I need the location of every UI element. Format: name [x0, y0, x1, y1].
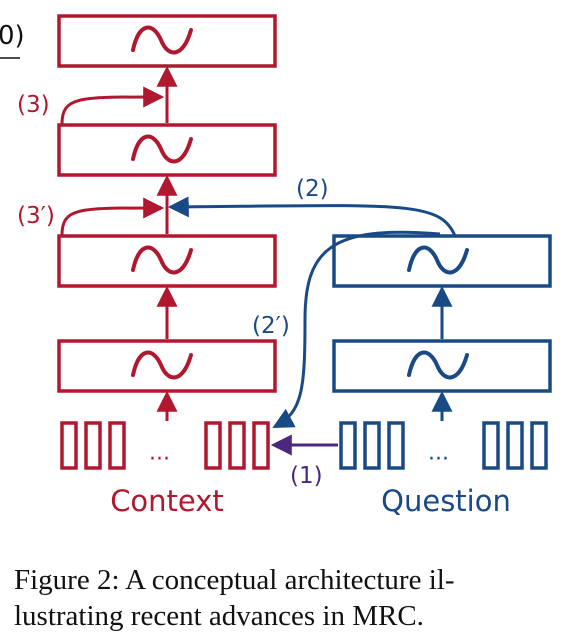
label-3: (3)	[17, 92, 50, 118]
corner-fragment: 0)	[0, 21, 25, 51]
skip-arrow-3-prime	[60, 197, 165, 236]
label-1: (1)	[290, 463, 323, 489]
question-layer-1	[332, 339, 552, 393]
context-ellipsis: ···	[149, 447, 170, 472]
context-layer-1	[57, 339, 277, 393]
context-tildes	[131, 25, 193, 380]
label-2-prime: (2′)	[252, 313, 290, 339]
question-tildes	[407, 245, 469, 380]
context-tokens	[60, 421, 270, 470]
tilde-icon	[407, 245, 469, 275]
token-box	[108, 421, 126, 470]
question-label: Question	[381, 484, 511, 518]
context-layer-4	[57, 14, 277, 68]
arrow-2-prime	[272, 230, 441, 428]
caption-line-2: lustrating recent advances in MRC.	[14, 600, 424, 632]
token-box	[482, 421, 500, 470]
token-box	[84, 421, 102, 470]
tilde-icon	[131, 134, 193, 164]
tilde-icon	[131, 350, 193, 380]
question-tokens	[339, 421, 548, 470]
token-box	[60, 421, 78, 470]
label-2: (2)	[296, 176, 329, 202]
question-ellipsis: ···	[428, 447, 449, 472]
context-layer-3	[57, 123, 277, 177]
skip-arrow-3	[60, 86, 165, 125]
caption-line-1: Figure 2: A conceptual architecture il-	[14, 564, 455, 596]
token-box	[228, 421, 246, 470]
mrc-architecture-diagram: 0) (3) (3′) ··· Context	[0, 14, 552, 518]
tilde-icon	[407, 350, 469, 380]
token-box	[339, 421, 357, 470]
token-box	[530, 421, 548, 470]
context-label: Context	[110, 484, 224, 518]
token-box	[363, 421, 381, 470]
arrow-2	[167, 196, 457, 237]
token-box	[204, 421, 222, 470]
token-box	[506, 421, 524, 470]
tilde-icon	[131, 25, 193, 55]
skip-connections	[60, 86, 165, 236]
token-box	[387, 421, 405, 470]
tilde-icon	[131, 245, 193, 275]
question-layer-2	[332, 234, 552, 288]
token-box	[252, 421, 270, 470]
context-layer-2	[57, 234, 277, 288]
label-3-prime: (3′)	[17, 203, 55, 229]
figure-caption: Figure 2: A conceptual architecture il- …	[0, 550, 582, 634]
